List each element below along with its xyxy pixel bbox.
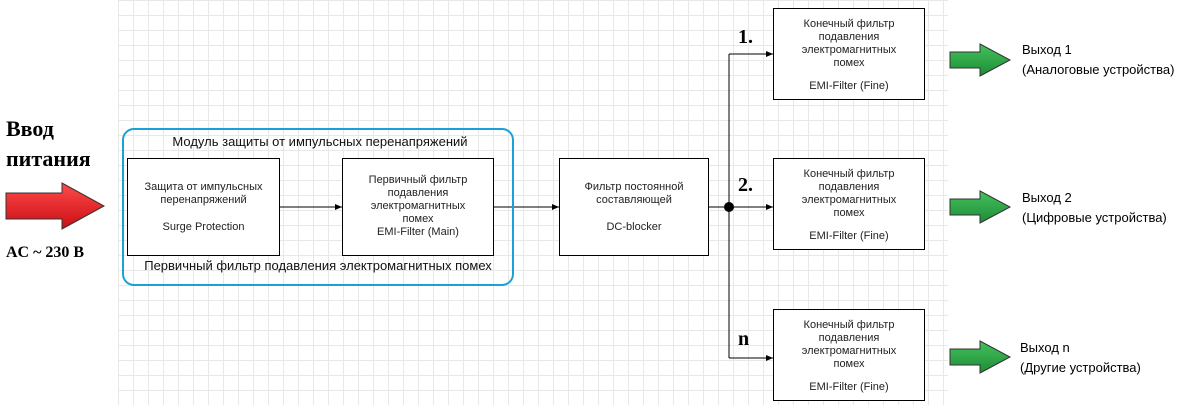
input-title-line1: Ввод — [6, 116, 54, 141]
surge-line3: Surge Protection — [162, 221, 245, 233]
output-n-title: Выход n — [1020, 340, 1070, 355]
finen-line4: помех — [833, 358, 865, 370]
fine2-line3: электромагнитных — [801, 194, 897, 206]
emi-main-line2: подавления — [387, 187, 449, 199]
dc-line3: DC-blocker — [606, 221, 662, 233]
protection-module-group — [122, 128, 514, 286]
input-power-arrow — [5, 182, 106, 230]
finen-line1: Конечный фильтр — [803, 319, 895, 331]
surge-protection-block: Защита от импульсных перенапряжений Surg… — [127, 158, 280, 256]
output-arrow-1 — [949, 43, 1012, 77]
fine2-line5: EMI-Filter (Fine) — [809, 230, 889, 242]
finen-line5: EMI-Filter (Fine) — [809, 381, 889, 393]
fine-filter-block-1: Конечный фильтр подавления электромагнит… — [773, 8, 925, 100]
emi-main-line3: электромагнитных — [370, 200, 466, 212]
fine1-line3: электромагнитных — [801, 44, 897, 56]
emi-main-filter-block: Первичный фильтр подавления электромагни… — [342, 158, 494, 256]
dc-line2: составляющей — [596, 194, 672, 206]
output-n: Выход n (Другие устройства) — [1020, 338, 1141, 378]
branch-number-1: 1. — [738, 26, 753, 48]
fine1-line2: подавления — [818, 31, 880, 43]
surge-line2: перенапряжений — [160, 194, 247, 206]
output-1-desc: (Аналоговые устройства) — [1022, 62, 1175, 77]
output-2-title: Выход 2 — [1022, 190, 1072, 205]
output-arrow-n — [949, 340, 1012, 374]
branch-number-n: n — [738, 328, 750, 350]
emi-main-line1: Первичный фильтр — [368, 174, 468, 186]
fine-filter-block-2: Конечный фильтр подавления электромагнит… — [773, 158, 925, 250]
branch-number-2: 2. — [738, 174, 753, 196]
protection-module-title: Модуль защиты от импульсных перенапряжен… — [172, 134, 468, 149]
input-title: Ввод питания — [6, 114, 91, 174]
output-arrow-2 — [949, 190, 1012, 224]
surge-line1: Защита от импульсных — [144, 181, 263, 193]
output-1: Выход 1 (Аналоговые устройства) — [1022, 40, 1174, 80]
output-2-desc: (Цифровые устройства) — [1022, 210, 1167, 225]
input-voltage-label: AC ~ 230 В — [6, 244, 85, 261]
output-n-desc: (Другие устройства) — [1020, 360, 1141, 375]
output-2: Выход 2 (Цифровые устройства) — [1022, 188, 1167, 228]
fine1-line5: EMI-Filter (Fine) — [809, 80, 889, 92]
fine2-line1: Конечный фильтр — [803, 168, 895, 180]
output-1-title: Выход 1 — [1022, 42, 1072, 57]
protection-module-bottom-label: Первичный фильтр подавления электромагни… — [144, 258, 492, 273]
emi-main-line4: помех — [402, 213, 434, 225]
fine1-line1: Конечный фильтр — [803, 18, 895, 30]
finen-line2: подавления — [818, 332, 880, 344]
fine2-line4: помех — [833, 207, 865, 219]
dc-blocker-block: Фильтр постоянной составляющей DC-blocke… — [559, 158, 709, 256]
fine1-line4: помех — [833, 57, 865, 69]
fine-filter-block-n: Конечный фильтр подавления электромагнит… — [773, 309, 925, 401]
emi-main-line5: EMI-Filter (Main) — [377, 226, 459, 238]
dc-line1: Фильтр постоянной — [584, 181, 684, 193]
finen-line3: электромагнитных — [801, 345, 897, 357]
input-title-line2: питания — [6, 146, 91, 171]
fine2-line2: подавления — [818, 181, 880, 193]
